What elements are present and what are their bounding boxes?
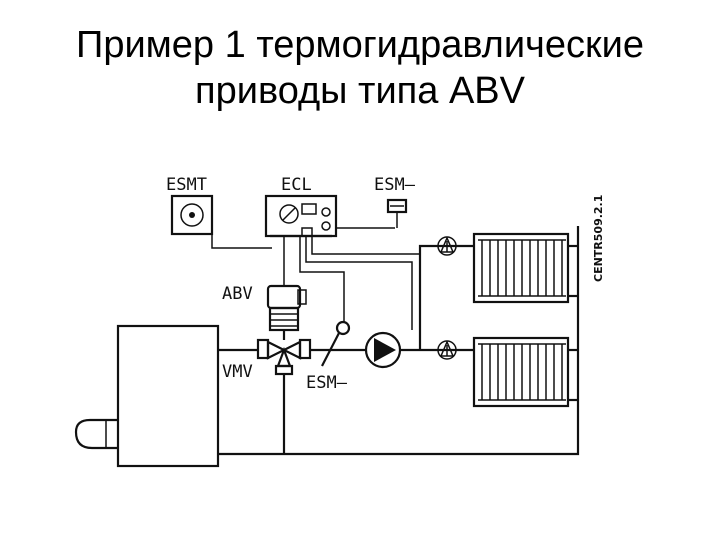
label-esmt: ESMT <box>166 175 207 195</box>
label-ecl: ECL <box>281 175 312 195</box>
drawing-code: CENTR509.2.1 <box>592 195 605 282</box>
label-esm-top: ESM– <box>374 175 416 195</box>
ecl-to-pump-wire <box>305 236 413 330</box>
esm-bottom-sensor <box>321 320 351 367</box>
ecl-signal-wire <box>311 236 420 255</box>
label-vmv: VMV <box>222 362 253 382</box>
vmv-valve <box>256 338 312 376</box>
esmt-wire <box>211 234 272 249</box>
label-esm-bottom: ESM– <box>306 373 348 393</box>
title-line-2: приводы типа ABV <box>195 70 525 112</box>
boiler <box>74 324 220 468</box>
radiator-upper <box>472 232 570 304</box>
esmt-sensor <box>170 194 214 236</box>
title-line-1: Пример 1 термогидравлические <box>76 24 644 66</box>
ecl-controller <box>264 194 338 238</box>
esm-top-sensor <box>386 198 408 228</box>
radiator-lower <box>472 336 570 408</box>
thermostatic-valve-lower <box>437 340 457 360</box>
riser-pipe-upper <box>418 244 474 350</box>
circulation-pump <box>364 331 402 369</box>
label-abv: ABV <box>222 284 253 304</box>
ecl-to-esm-bottom-wire <box>299 236 345 322</box>
slide-title: Пример 1 термогидравлические приводы тип… <box>0 22 720 114</box>
thermostatic-valve-upper <box>437 236 457 256</box>
return-pipe <box>218 226 580 456</box>
abv-actuator <box>266 284 307 340</box>
